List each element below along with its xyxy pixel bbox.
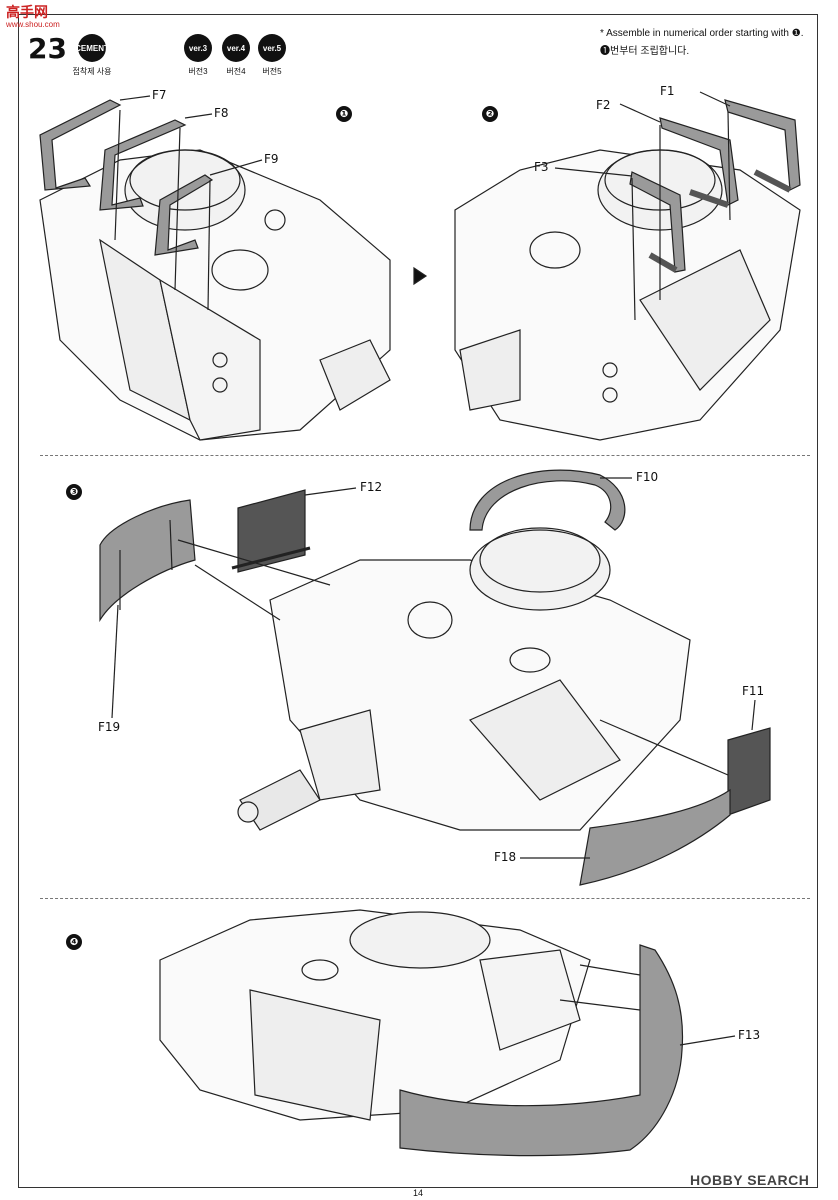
callout-f12: F12	[360, 480, 383, 494]
cement-icon: CEMENT	[75, 34, 109, 62]
part-f9	[154, 174, 214, 256]
callout-f1: F1	[660, 84, 675, 98]
version-caption-3: 버전3	[188, 67, 208, 76]
version-caption-4: 버전4	[226, 67, 246, 76]
version-caption-5: 버전5	[262, 67, 282, 76]
callout-f10: F10	[636, 470, 659, 484]
step-marker-4: ❹	[66, 934, 82, 950]
step-marker-3: ❸	[66, 484, 82, 500]
version-badge-3-label: ver.3	[188, 43, 208, 53]
callout-f19: F19	[98, 720, 121, 734]
version-badge-4: ver.4	[222, 34, 250, 62]
version-badge-3: ver.3	[184, 34, 212, 62]
part-f12	[237, 489, 306, 573]
callout-f13: F13	[738, 1028, 761, 1042]
turret-illustration-step1	[39, 149, 391, 441]
turret-illustration-step2	[454, 149, 801, 441]
part-f10	[469, 469, 626, 531]
part-f7	[39, 99, 122, 191]
brand-watermark: HOBBY SEARCH	[690, 1172, 810, 1188]
callout-f2: F2	[596, 98, 611, 112]
part-f8	[99, 119, 187, 211]
callout-f11: F11	[742, 684, 765, 698]
watermark-logo: 高手网	[6, 5, 48, 21]
version-badge-5-label: ver.5	[262, 43, 282, 53]
part-f19	[99, 499, 196, 623]
step-number: 23	[28, 32, 67, 65]
part-f3	[629, 171, 686, 273]
section-divider	[40, 898, 810, 899]
turret-illustration-step4	[159, 909, 591, 1121]
version-badge-5: ver.5	[258, 34, 286, 62]
part-f11	[727, 727, 771, 816]
page-number: 14	[413, 1188, 424, 1198]
version-badge-4-label: ver.4	[226, 43, 246, 53]
callout-f3: F3	[534, 160, 549, 174]
cement-caption: 접착제 사용	[72, 67, 112, 76]
step-marker-2: ❷	[482, 106, 498, 122]
step-marker-1: ❶	[336, 106, 352, 122]
callout-f9: F9	[264, 152, 279, 166]
callout-f8: F8	[214, 106, 229, 120]
callout-f7: F7	[152, 88, 167, 102]
callout-f18: F18	[494, 850, 517, 864]
part-f18	[579, 788, 731, 886]
section-divider	[40, 455, 810, 456]
part-f13	[399, 944, 684, 1157]
assembly-note-ko: ❶번부터 조립합니다.	[600, 46, 690, 57]
assembly-note-en: * Assemble in numerical order starting w…	[600, 28, 804, 39]
next-arrow-icon	[413, 266, 428, 286]
turret-illustration-step3	[237, 527, 691, 831]
watermark-url: www.shou.com	[6, 20, 60, 29]
cement-label: CEMENT	[75, 43, 109, 53]
page-frame	[18, 14, 818, 1188]
